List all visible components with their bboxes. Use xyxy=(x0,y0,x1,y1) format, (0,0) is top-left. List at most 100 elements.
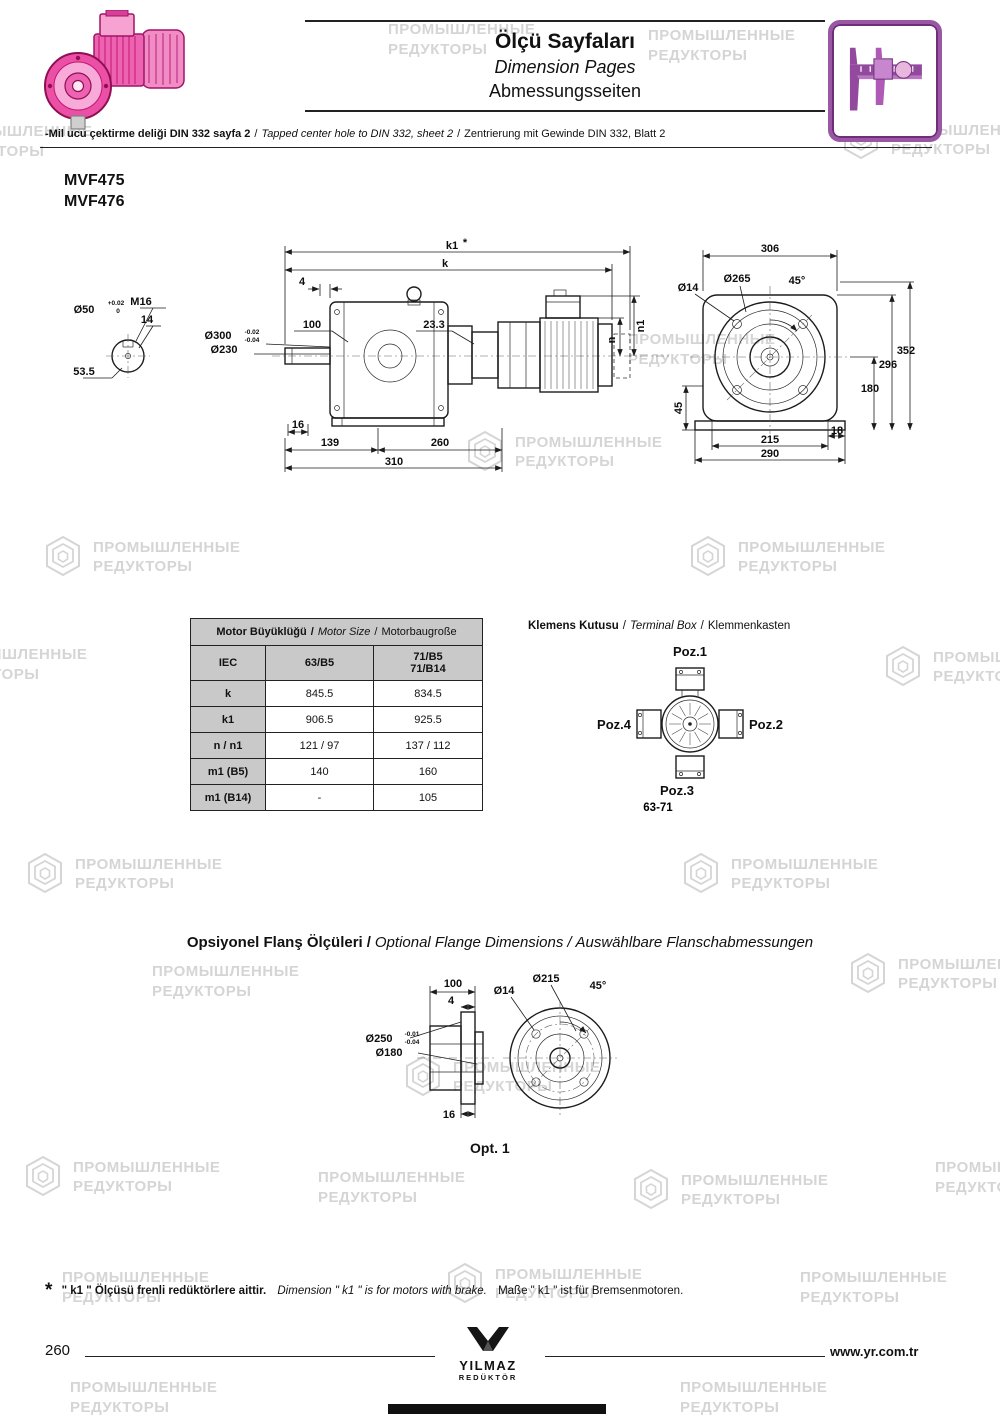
brand-name: YILMAZ xyxy=(459,1358,517,1373)
footnote: * " k1 " Ölçüsü frenli redüktörlere aitt… xyxy=(45,1278,683,1301)
dim-flange-od: Ø300 xyxy=(205,330,232,342)
label-poz3: Poz.3 xyxy=(660,783,694,798)
dim-352: 352 xyxy=(897,345,915,357)
optional-flange-drawing: 100 4 Ø250 -0.01 -0.04 Ø180 16 Ø215 Ø14 … xyxy=(366,973,617,1121)
optional-flange-title: Opsiyonel Flanş Ölçüleri/Optional Flange… xyxy=(186,934,814,951)
dim-flange-tol-b: -0.04 xyxy=(245,337,260,344)
dim-key-depth: 53.5 xyxy=(73,366,94,378)
terminal-box-title: Klemens Kutusu/Terminal Box/Klemmenkaste… xyxy=(528,620,791,632)
gearmotor-side-view: k1 * k 4 100 23.3 Ø300 -0.02 -0.04 Ø230 … xyxy=(205,238,670,472)
option-label: Opt. 1 xyxy=(470,1140,510,1156)
watermark-hex-icon xyxy=(26,1156,60,1196)
footnote-en: Dimension " k1 " is for motors with brak… xyxy=(277,1285,487,1297)
header-note-tr: -Mil ucu çektirme deliği DIN 332 sayfa 2 xyxy=(45,128,251,140)
col-header-63b5: 63/B5 xyxy=(265,645,374,681)
dim-flange-4: 4 xyxy=(448,995,455,1007)
header-note: -Mil ucu çektirme deliği DIN 332 sayfa 2… xyxy=(45,128,666,140)
footnote-star: * xyxy=(45,1280,53,1301)
dim-45: 45 xyxy=(673,402,685,414)
dim-flange-d215: Ø215 xyxy=(533,973,560,985)
dim-296: 296 xyxy=(879,359,897,371)
dim-n1: n1 xyxy=(635,320,647,333)
dim-flange-d250: Ø250 xyxy=(366,1033,393,1045)
table-row-n-n1: n / n1 121 / 97 137 / 112 xyxy=(190,732,483,759)
watermark-hex-icon xyxy=(851,953,885,993)
header-note-de: Zentrierung mit Gewinde DIN 332, Blatt 2 xyxy=(464,128,666,140)
dim-16: 16 xyxy=(292,419,304,431)
dim-shaft-diameter: Ø50 xyxy=(74,304,95,316)
watermark-hex-icon xyxy=(691,536,725,576)
shaft-end-detail: Ø50 +0.02 0 M16 14 53.5 xyxy=(73,296,166,379)
page-title-de: Abmessungsseiten xyxy=(488,81,642,101)
dim-flange-d14: Ø14 xyxy=(494,985,516,997)
dim-flange-tol-a: -0.01 xyxy=(405,1031,420,1038)
bottom-page-edge-mark xyxy=(388,1404,606,1414)
col-header-iec: IEC xyxy=(190,645,266,681)
dim-flange-d180: Ø180 xyxy=(376,1047,403,1059)
dim-n: n xyxy=(606,336,618,343)
dim-18: 18 xyxy=(831,425,843,437)
model-name-2: MVF476 xyxy=(64,193,125,210)
dim-45deg: 45° xyxy=(789,275,806,287)
caliper-icon xyxy=(828,20,942,142)
dim-shaft-tol-plus: +0.02 xyxy=(108,300,125,307)
page-title-tr: Ölçü Sayfaları xyxy=(494,30,636,53)
table-row-k: k 845.5 834.5 xyxy=(190,680,483,707)
footer-rule-left xyxy=(85,1356,435,1357)
table-title: Motor Büyüklüğü/Motor Size/Motorbaugroße xyxy=(190,618,483,646)
dim-290: 290 xyxy=(761,448,779,460)
header-divider xyxy=(40,147,932,148)
page-number: 260 xyxy=(45,1342,71,1359)
dim-23-3: 23.3 xyxy=(423,319,444,331)
label-poz4: Poz.4 xyxy=(597,717,632,732)
dim-180: 180 xyxy=(861,383,879,395)
dim-bolt-circle-d265: Ø265 xyxy=(724,273,751,285)
header-note-en: Tapped center hole to DIN 332, sheet 2 xyxy=(261,128,454,140)
dim-tap-thread: M16 xyxy=(130,296,151,308)
footer-rule-right xyxy=(545,1356,825,1357)
dim-4: 4 xyxy=(299,276,306,288)
dim-100: 100 xyxy=(303,319,321,331)
dim-215: 215 xyxy=(761,434,779,446)
dim-flange-tol-b: -0.04 xyxy=(405,1039,420,1046)
model-names: MVF475 MVF476 xyxy=(64,170,124,212)
watermark-hex-icon xyxy=(46,536,80,576)
title-rule-bottom xyxy=(305,110,825,112)
table-row-m1-b14: m1 (B14) - 105 xyxy=(190,784,483,811)
watermark-hex-icon xyxy=(684,853,718,893)
footnote-tr: " k1 " Ölçüsü frenli redüktörlere aittir… xyxy=(61,1285,267,1297)
table-row-m1-b5: m1 (B5) 140 160 xyxy=(190,758,483,785)
label-poz2: Poz.2 xyxy=(749,717,783,732)
terminal-box-diagram: Poz.1 Poz.2 Poz.4 Poz.3 63-71 xyxy=(597,644,783,814)
label-size-range: 63-71 xyxy=(643,802,673,814)
motor-size-table: Motor Büyüklüğü/Motor Size/Motorbaugroße… xyxy=(190,618,483,811)
dim-key-width: 14 xyxy=(141,314,154,326)
title-rule-top xyxy=(305,20,825,22)
dim-flange-tol-a: -0.02 xyxy=(245,329,260,336)
yilmaz-logo-emblem xyxy=(467,1327,509,1351)
caliper-glyph xyxy=(849,47,922,111)
dim-k1: k1 xyxy=(446,240,458,252)
watermark-hex-icon xyxy=(28,853,62,893)
dim-hole-d14: Ø14 xyxy=(678,282,700,294)
dim-310: 310 xyxy=(385,456,403,468)
dim-flange-45deg: 45° xyxy=(590,980,607,992)
dim-spigot-od: Ø230 xyxy=(211,344,238,356)
dim-k: k xyxy=(442,258,449,270)
